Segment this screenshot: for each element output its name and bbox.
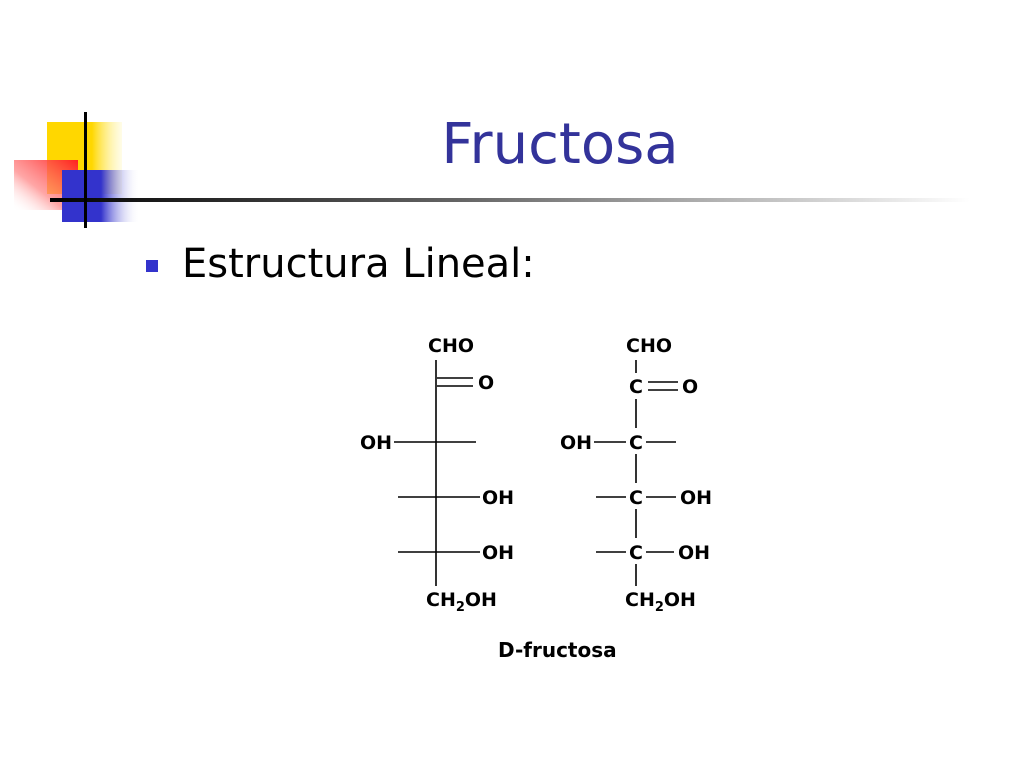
bullet-square-icon [146,260,158,272]
fischer-bottom-sub: 2 [456,600,465,615]
expanded-bottom-ch: CH [625,589,655,611]
fischer-bottom-oh: OH [465,589,497,611]
expanded-c2-o: O [682,376,698,398]
expanded-c3-oh: OH [560,432,592,454]
expanded-bottom-sub: 2 [655,600,664,615]
slide-title: Fructosa [441,112,679,177]
expanded-bottom-oh: OH [664,589,696,611]
expanded-structure: CHO C O OH C C OH C OH CH2OH [560,335,712,615]
bullet-text: Estructura Lineal: [182,241,535,287]
fischer-top-label: CHO [428,335,474,357]
expanded-c5-oh: OH [678,542,710,564]
fructose-structure-diagram: CHO O OH OH OH CH2OH CHO C O OH C C OH C [360,335,712,662]
expanded-c4: C [629,487,643,509]
fischer-bottom-ch: CH [426,589,456,611]
fischer-carbonyl-o: O [478,372,494,394]
fischer-bottom-label: CH2OH [426,589,497,615]
blue-square [62,170,140,222]
expanded-top-label: CHO [626,335,672,357]
decorative-header-graphic [14,112,970,228]
diagram-caption: D-fructosa [498,638,617,662]
fischer-right-oh-1: OH [482,487,514,509]
title-rule [50,198,970,202]
fischer-left-oh: OH [360,432,392,454]
fischer-right-oh-2: OH [482,542,514,564]
vertical-rule [84,112,87,228]
expanded-bottom-label: CH2OH [625,589,696,615]
expanded-c4-oh: OH [680,487,712,509]
expanded-c5: C [629,542,643,564]
fischer-projection: CHO O OH OH OH CH2OH [360,335,514,615]
expanded-c3: C [629,432,643,454]
expanded-c2: C [629,376,643,398]
